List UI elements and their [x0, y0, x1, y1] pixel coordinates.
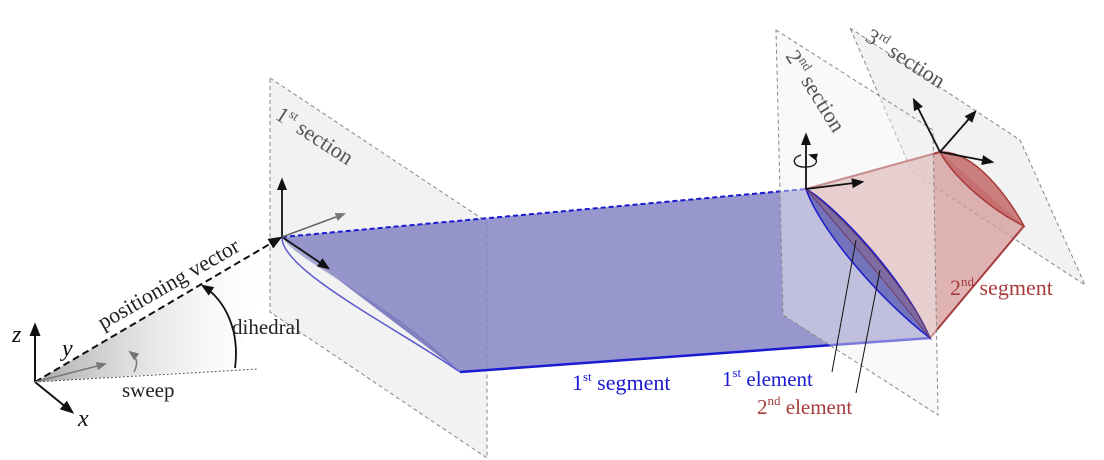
element-2-label: 2nd element — [757, 393, 852, 419]
segment-2-surface — [806, 152, 1024, 338]
frame-section-3 — [912, 97, 995, 166]
axis-y-label: y — [60, 336, 73, 362]
frame-section-2 — [793, 132, 865, 190]
tip-airfoil — [938, 151, 1026, 228]
segment-2-leading-edge — [805, 151, 941, 190]
element-1-leader — [831, 239, 857, 373]
segment-1-root-upper-surface — [282, 237, 460, 372]
positioning-vector — [34, 236, 283, 383]
axis-z-label: z — [11, 322, 22, 348]
segment-1-label: 1st segment — [572, 369, 671, 395]
frame-section-1 — [276, 177, 346, 270]
element-2-airfoil — [805, 188, 931, 339]
section-plane-2 — [775, 29, 939, 416]
y-axis — [34, 362, 108, 383]
root-airfoil-contour — [281, 236, 461, 373]
horizontal-reference — [34, 368, 259, 383]
segment-1-surface — [282, 189, 930, 372]
sweep-arc — [128, 350, 140, 373]
segment-1-trailing-edge — [459, 336, 931, 374]
axis-x-label: x — [77, 406, 89, 432]
dihedral-label: dihedral — [232, 315, 301, 339]
x-axis — [34, 381, 75, 414]
dihedral-arc — [200, 284, 237, 369]
element-1-label: 1st element — [722, 365, 813, 391]
segment-2-label: 2nd segment — [950, 274, 1053, 300]
segment-2-trailing-edge — [929, 225, 1025, 339]
sweep-label: sweep — [122, 378, 174, 402]
element-2-leader — [855, 269, 881, 394]
